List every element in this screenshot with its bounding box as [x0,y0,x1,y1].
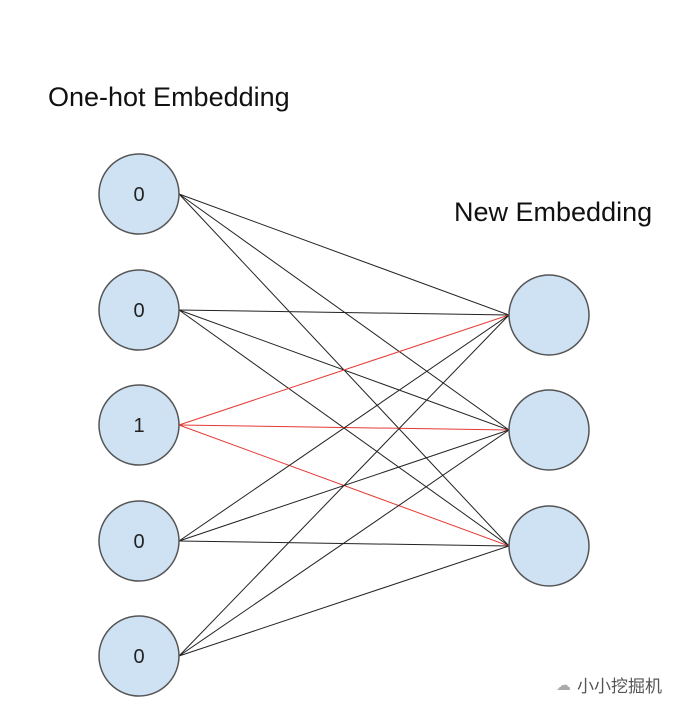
input-node-value: 0 [133,300,144,322]
input-node: 0 [98,500,180,582]
input-node-value: 0 [133,531,144,553]
input-node-circle [98,615,180,697]
input-node-circle [98,500,180,582]
input-node: 1 [98,384,180,466]
input-node-value: 0 [133,184,144,206]
edge [178,309,510,316]
edge [178,545,510,657]
nodes: 0 0 1 0 0 [98,153,590,697]
output-node [508,505,590,587]
edge [178,193,510,316]
watermark: ☁ 小小挖掘机 [556,672,662,697]
edge [178,314,510,542]
input-node: 0 [98,153,180,235]
input-node-value: 0 [133,646,144,668]
input-node: 0 [98,269,180,351]
input-node-circle [98,153,180,235]
output-layer-title: New Embedding [454,197,653,227]
output-node [508,274,590,356]
input-node: 0 [98,615,180,697]
active-edge [178,314,510,426]
edge [178,429,510,657]
input-node-value: 1 [133,415,144,437]
input-layer-title: One-hot Embedding [48,82,290,112]
input-node-circle [98,384,180,466]
input-node-circle [98,269,180,351]
edges [178,193,510,657]
wechat-icon: ☁ [556,676,571,694]
output-node [508,389,590,471]
edge [178,314,510,657]
watermark-text: 小小挖掘机 [577,677,662,696]
